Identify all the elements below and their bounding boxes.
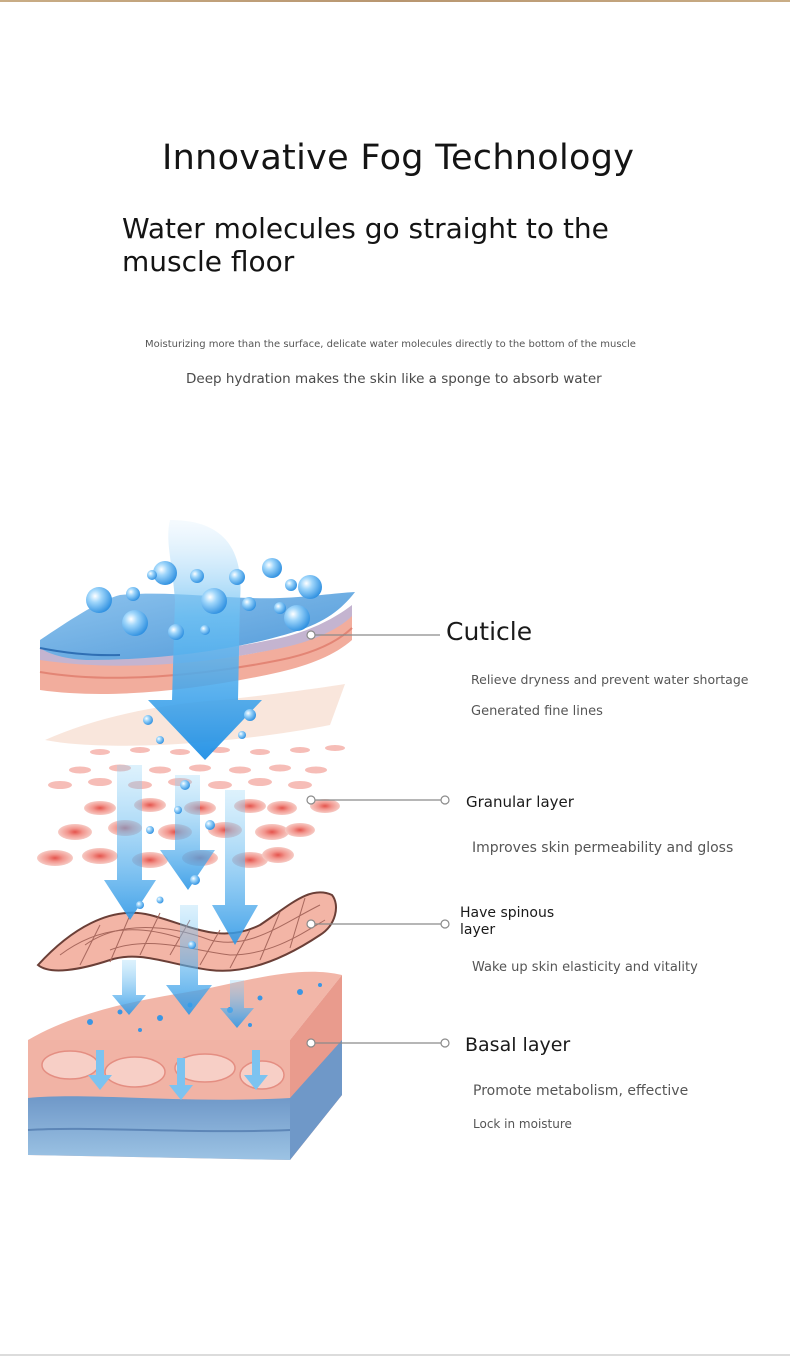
connector-lines — [306, 630, 450, 1048]
granular-layer-desc: Improves skin permeability and gloss — [472, 840, 734, 856]
page-subtitle: Water molecules go straight to the muscl… — [122, 212, 609, 278]
page-title: Innovative Fog Technology — [162, 138, 635, 178]
cuticle-desc-1: Relieve dryness and prevent water shorta… — [471, 672, 749, 687]
detail-text: Deep hydration makes the skin like a spo… — [186, 371, 602, 387]
cuticle-label: Cuticle — [446, 617, 533, 646]
basal-layer-label: Basal layer — [465, 1034, 571, 1056]
water-bubbles — [86, 558, 322, 949]
bottom-rule — [0, 1354, 790, 1356]
granular-layer-label: Granular layer — [466, 793, 574, 811]
basal-layer-desc-1: Promote metabolism, effective — [473, 1083, 689, 1099]
spinous-layer-label: Have spinous layer — [460, 905, 554, 939]
basal-block — [27, 971, 342, 1160]
basal-layer-desc-2: Lock in moisture — [473, 1117, 572, 1131]
spinous-layer-label-line-1: Have spinous — [460, 905, 555, 921]
cuticle-desc-2: Generated fine lines — [471, 704, 603, 719]
skin-layers-illustration — [27, 520, 450, 1160]
detail-small-text: Moisturizing more than the surface, deli… — [145, 339, 636, 350]
spinous-layer-desc: Wake up skin elasticity and vitality — [472, 960, 698, 975]
top-accent-rule — [0, 0, 790, 2]
spinous-layer-label-line-2: layer — [460, 922, 496, 938]
